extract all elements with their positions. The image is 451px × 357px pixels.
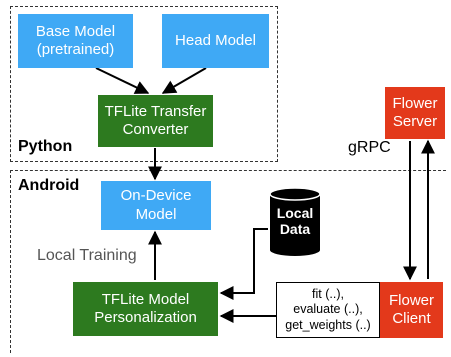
on-device-model-node: On-Device Model xyxy=(101,181,211,230)
client-functions-box: fit (..), evaluate (..), get_weights (..… xyxy=(276,282,380,338)
arrow-data-to-personalization xyxy=(219,228,268,300)
flower-server-node: Flower Server xyxy=(385,87,445,139)
flower-client-node: Flower Client xyxy=(380,282,443,338)
android-region xyxy=(10,170,446,353)
head-model-node: Head Model xyxy=(162,14,269,68)
android-label: Android xyxy=(18,177,80,194)
arrow-base-to-converter xyxy=(95,67,150,94)
local-training-label: Local Training xyxy=(37,247,137,264)
python-region xyxy=(10,6,278,162)
base-model-node: Base Model (pretrained) xyxy=(18,14,133,68)
personalization-node: TFLite Model Personalization xyxy=(73,282,218,336)
converter-node: TFLite Transfer Converter xyxy=(98,95,213,147)
database-icon xyxy=(269,187,321,256)
python-label: Python xyxy=(18,138,73,155)
grpc-label: gRPC xyxy=(348,139,391,156)
local-data-label: Local Data xyxy=(276,205,314,238)
arrow-head-to-converter xyxy=(161,67,207,94)
